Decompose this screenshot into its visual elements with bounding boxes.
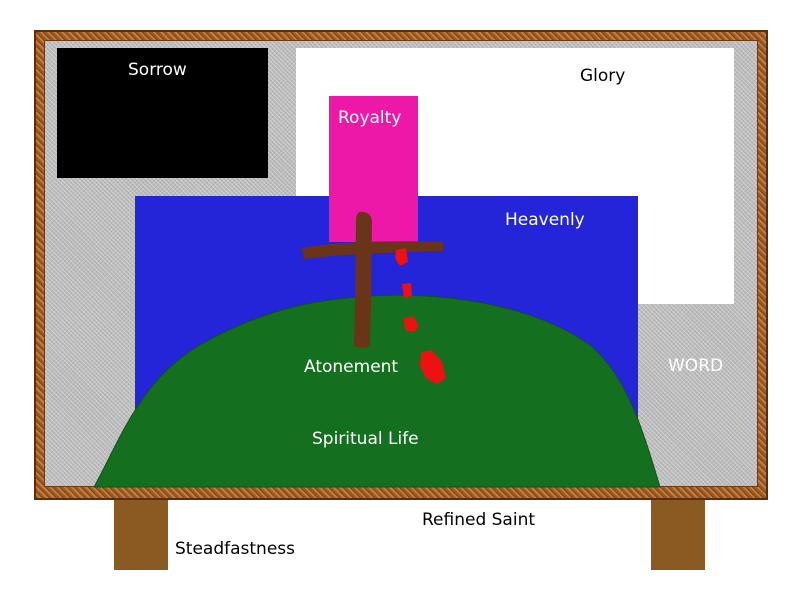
heavenly-label: Heavenly [505,210,585,230]
cross-icon [302,211,443,348]
spiritual-life-hill [93,294,661,488]
easel-leg-right [651,498,705,570]
steadfastness-label: Steadfastness [175,539,295,559]
sorrow-label: Sorrow [128,60,187,80]
royalty-block [329,96,418,242]
sorrow-block [57,48,268,178]
spiritual-life-label: Spiritual Life [312,429,419,449]
atonement-label: Atonement [304,357,399,377]
royalty-label: Royalty [338,108,402,128]
easel-leg-left [114,498,168,570]
word-label: WORD [668,356,724,376]
glory-label: Glory [580,66,626,86]
refined-saint-label: Refined Saint [422,510,536,530]
blood-drops-icon [395,248,446,384]
